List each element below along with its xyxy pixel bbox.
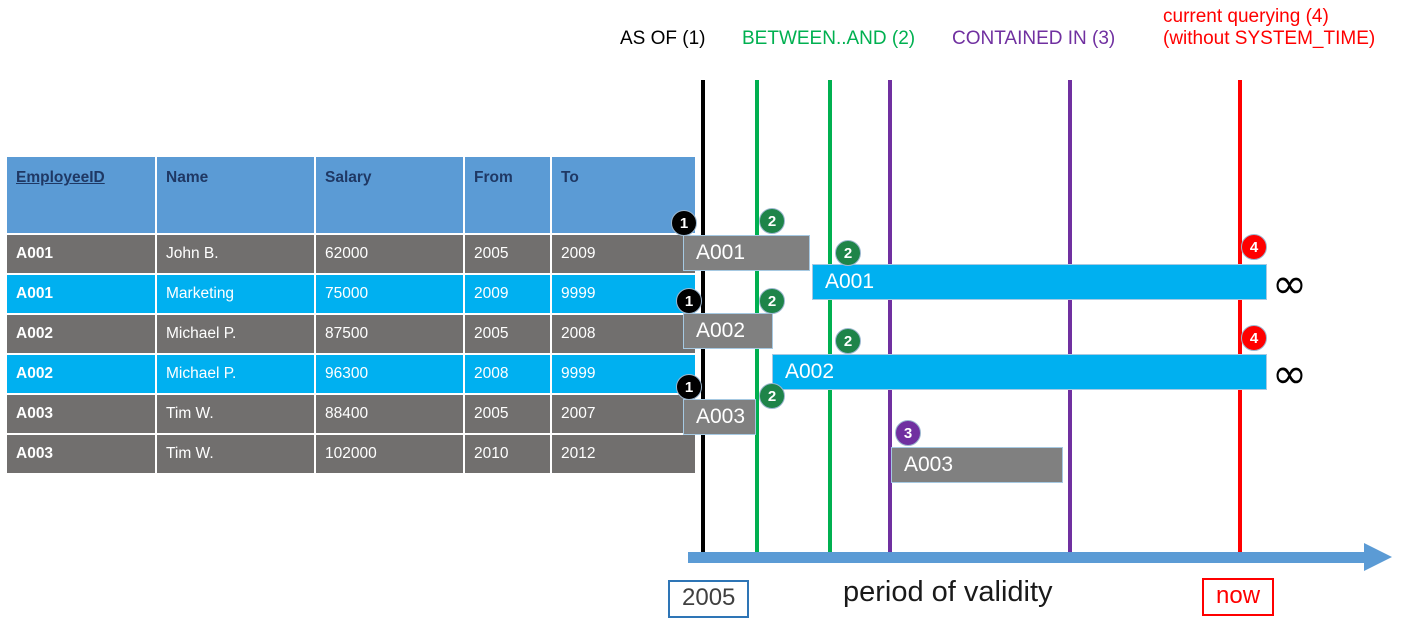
cell-name: Michael P. <box>157 315 314 353</box>
timeline-axis <box>688 552 1368 563</box>
column-header-to-label: To <box>561 169 579 186</box>
legend-contained-in: CONTAINED IN (3) <box>952 28 1116 49</box>
cell-employeeid: A002 <box>7 355 155 393</box>
cell-from: 2008 <box>465 355 550 393</box>
cell-employeeid: A001 <box>7 235 155 273</box>
cell-to: 2009 <box>552 235 695 273</box>
cell-salary: 96300 <box>316 355 463 393</box>
column-header-from: From <box>465 157 550 233</box>
cell-from: 2005 <box>465 235 550 273</box>
cell-salary: 62000 <box>316 235 463 273</box>
table-row: A002 Michael P. 96300 2008 9999 <box>7 355 695 393</box>
cell-salary: 75000 <box>316 275 463 313</box>
infinity-symbol-a002: ∞ <box>1272 349 1307 398</box>
badge-2: 2 <box>835 240 861 266</box>
query-line-contained-end <box>1068 80 1072 560</box>
column-header-employeeid: EmployeeID <box>7 157 155 233</box>
cell-employeeid: A001 <box>7 275 155 313</box>
axis-start-label: 2005 <box>668 580 750 618</box>
query-line-contained-start <box>888 80 892 560</box>
column-header-salary-label: Salary <box>325 169 372 186</box>
cell-salary: 87500 <box>316 315 463 353</box>
legend-current-querying-line1: current querying (4) <box>1163 6 1329 27</box>
cell-name: Michael P. <box>157 355 314 393</box>
validity-bar-a002-historic: A002 <box>683 313 773 349</box>
cell-to: 2007 <box>552 395 695 433</box>
table-row: A001 John B. 62000 2005 2009 <box>7 235 695 273</box>
column-header-name-label: Name <box>166 169 209 186</box>
axis-now-label: now <box>1202 578 1275 616</box>
badge-2: 2 <box>759 383 785 409</box>
cell-to: 9999 <box>552 355 695 393</box>
badge-4: 4 <box>1241 325 1267 351</box>
badge-2: 2 <box>835 328 861 354</box>
badge-2: 2 <box>759 208 785 234</box>
validity-bar-a003-historic: A003 <box>683 399 756 435</box>
badge-1: 1 <box>671 210 697 236</box>
validity-bar-a002-current: A002 <box>772 354 1267 390</box>
validity-bar-a001-current: A001 <box>812 264 1267 300</box>
cell-name: Tim W. <box>157 435 314 473</box>
table-row: A003 Tim W. 102000 2010 2012 <box>7 435 695 473</box>
validity-bar-a001-historic: A001 <box>683 235 810 271</box>
legend-between-and: BETWEEN..AND (2) <box>742 28 916 49</box>
cell-name: Marketing <box>157 275 314 313</box>
badge-1: 1 <box>676 374 702 400</box>
cell-name: Tim W. <box>157 395 314 433</box>
column-header-name: Name <box>157 157 314 233</box>
table-row: A001 Marketing 75000 2009 9999 <box>7 275 695 313</box>
table-row: A002 Michael P. 87500 2005 2008 <box>7 315 695 353</box>
cell-to: 2012 <box>552 435 695 473</box>
cell-from: 2005 <box>465 315 550 353</box>
badge-2: 2 <box>759 288 785 314</box>
column-header-salary: Salary <box>316 157 463 233</box>
cell-from: 2005 <box>465 395 550 433</box>
column-header-employeeid-label: EmployeeID <box>16 169 105 186</box>
timeline-arrow-icon <box>1364 543 1392 571</box>
query-line-between-end <box>828 80 832 560</box>
cell-from: 2010 <box>465 435 550 473</box>
badge-3: 3 <box>895 420 921 446</box>
cell-salary: 88400 <box>316 395 463 433</box>
axis-caption: period of validity <box>843 576 1053 608</box>
cell-employeeid: A002 <box>7 315 155 353</box>
cell-employeeid: A003 <box>7 395 155 433</box>
table-row: A003 Tim W. 88400 2005 2007 <box>7 395 695 433</box>
legend-as-of: AS OF (1) <box>620 28 706 49</box>
cell-salary: 102000 <box>316 435 463 473</box>
cell-name: John B. <box>157 235 314 273</box>
legend-current-querying: current querying (4) (without SYSTEM_TIM… <box>1163 6 1375 50</box>
legend-current-querying-line2: (without SYSTEM_TIME) <box>1163 27 1376 49</box>
validity-bar-a003-second: A003 <box>891 447 1063 483</box>
infinity-symbol-a001: ∞ <box>1272 259 1307 308</box>
cell-employeeid: A003 <box>7 435 155 473</box>
badge-1: 1 <box>676 288 702 314</box>
column-header-from-label: From <box>474 169 513 186</box>
cell-to: 9999 <box>552 275 695 313</box>
cell-from: 2009 <box>465 275 550 313</box>
query-line-now <box>1238 80 1242 560</box>
badge-4: 4 <box>1241 234 1267 260</box>
employee-history-table: EmployeeID Name Salary From To A001 John… <box>5 155 697 475</box>
cell-to: 2008 <box>552 315 695 353</box>
